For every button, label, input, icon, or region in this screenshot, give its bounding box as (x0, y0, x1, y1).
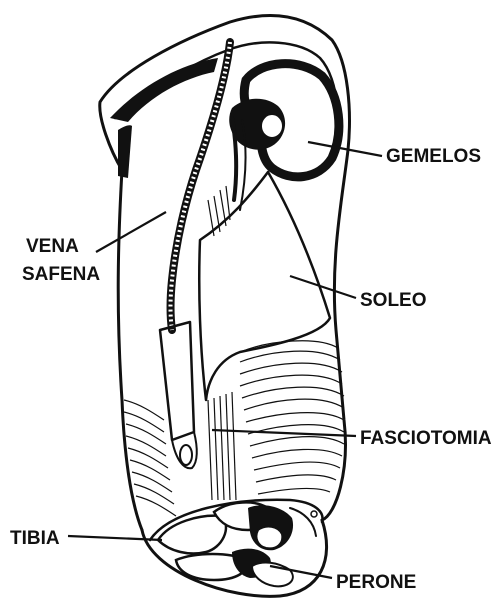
leader-vena-safena (96, 212, 166, 252)
label-perone: PERONE (336, 572, 416, 593)
label-tibia: TIBIA (10, 528, 60, 549)
dark-band-top-left (110, 58, 218, 122)
leader-tibia (68, 536, 162, 540)
soleus-muscle (199, 172, 330, 400)
label-gemelos: GEMELOS (386, 146, 481, 167)
label-vena-safena-line1: VENA (26, 236, 79, 257)
label-fasciotomia: FASCIOTOMIA (360, 428, 492, 449)
incision-flap (160, 322, 197, 468)
lower-muscle-hatching (124, 341, 344, 516)
label-vena-safena-line2: SAFENA (22, 264, 100, 285)
dark-band-left (118, 125, 132, 178)
label-soleo: SOLEO (360, 290, 427, 311)
